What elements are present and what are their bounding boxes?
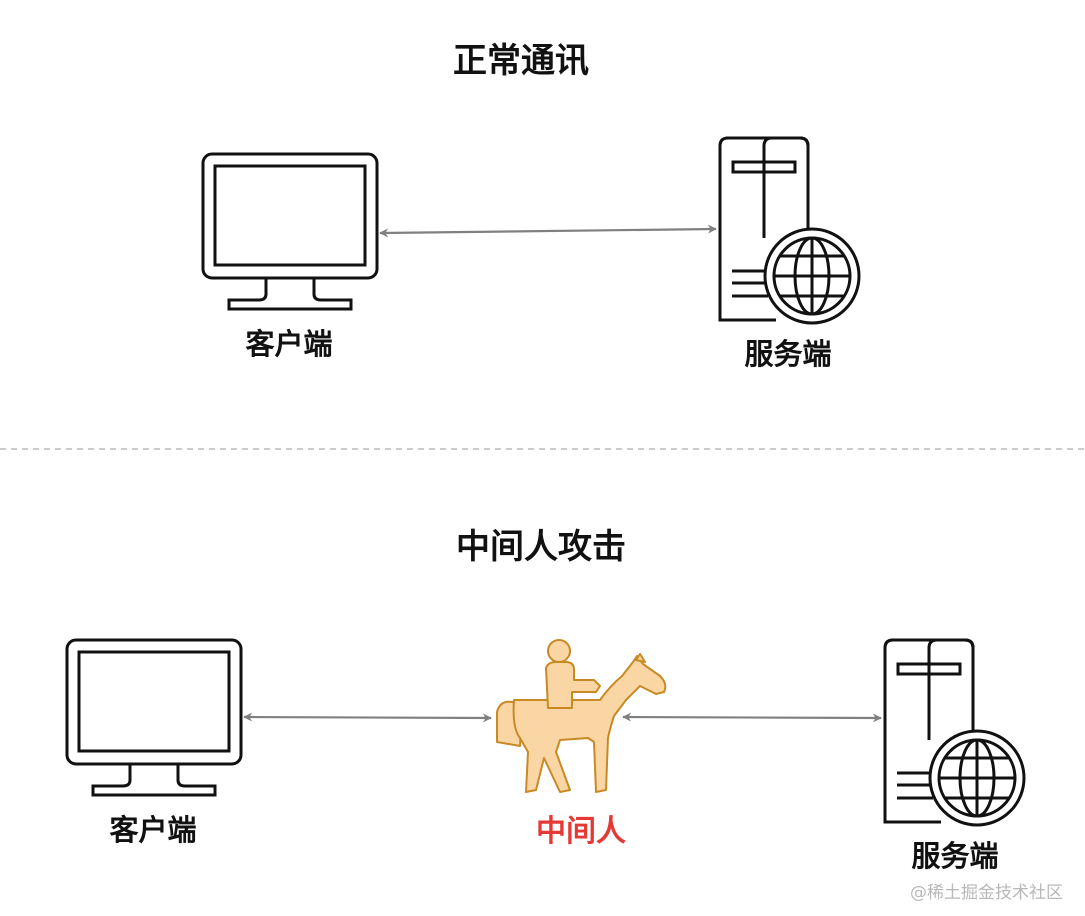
normal-client-label: 客户端 — [245, 327, 333, 361]
attack-server-label: 服务端 — [911, 839, 999, 873]
attack-client-icon — [65, 638, 243, 797]
normal-server-icon — [718, 136, 861, 325]
normal-section-title: 正常通讯 — [453, 41, 589, 81]
watermark: @稀土掘金技术社区 — [910, 883, 1063, 903]
middle-to-server-arrow — [622, 712, 882, 723]
horse-rider-icon — [496, 639, 667, 793]
normal-client-icon — [201, 152, 379, 311]
normal-server-label: 服务端 — [744, 337, 832, 371]
middle-label: 中间人 — [536, 814, 626, 849]
attack-section-title: 中间人攻击 — [456, 527, 626, 567]
attack-server-icon — [883, 638, 1026, 827]
normal-connection-arrow — [379, 224, 717, 238]
attack-client-label: 客户端 — [109, 813, 197, 847]
client-to-middle-arrow — [243, 712, 492, 723]
